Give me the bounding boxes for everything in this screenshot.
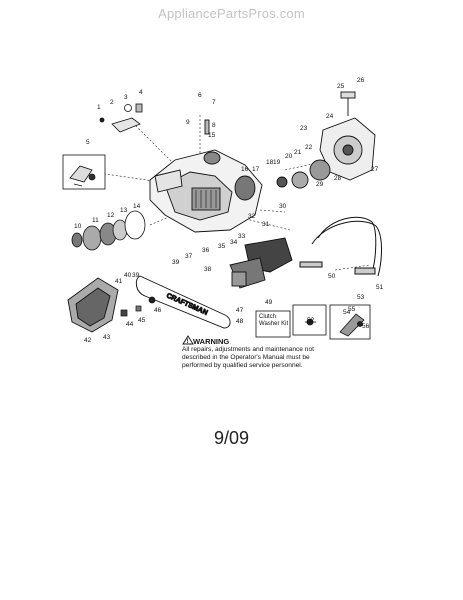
callout-7: 7 [212,99,216,106]
throttle-linkage [99,103,143,133]
callout-40: 40 [124,272,132,279]
callout-32: 32 [248,213,256,220]
callout-55: 55 [348,306,356,313]
warning-text: All repairs, adjustments and maintenance… [182,346,314,370]
callout-12: 12 [107,212,115,219]
callout-24: 24 [326,113,334,120]
callout-18: 18 [266,159,274,166]
callout-21: 21 [294,149,302,156]
callout-39: 39 [132,272,140,279]
callout-38: 38 [204,266,212,273]
callout-9: 9 [186,119,190,126]
callout-3: 3 [124,94,128,101]
callout-54: 54 [343,309,351,316]
callout-29: 29 [316,181,324,188]
callout-42: 42 [84,337,92,344]
callout-28: 28 [334,175,342,182]
kit-box [255,310,291,338]
callout-30: 30 [279,203,287,210]
callout-5: 5 [86,139,90,146]
callout-39: 39 [172,259,180,266]
callout-41: 41 [115,278,123,285]
starter-housing [276,91,376,189]
callout-19: 19 [273,159,281,166]
callout-50: 50 [328,273,336,280]
callout-31: 31 [262,221,270,228]
callout-27: 27 [371,166,379,173]
callout-11: 11 [92,217,99,224]
callout-51: 51 [376,284,384,291]
callout-16: 16 [241,166,249,173]
leader-lines [91,115,371,271]
svg-text:!: ! [187,339,189,345]
callout-37: 37 [185,253,193,260]
warning-icon: ! [182,335,194,345]
callout-53: 53 [357,294,365,301]
engine-housing [149,119,263,233]
clutch-washer-kit-label: Clutch Washer Kit [259,314,289,327]
callout-43: 43 [103,334,111,341]
callout-52: 52 [307,317,315,324]
callout-10: 10 [74,223,82,230]
warning-title: WARNING [193,337,230,346]
inset-detail-5 [62,154,106,190]
callout-20: 20 [285,153,293,160]
callout-46: 46 [154,307,162,314]
callout-47: 47 [236,307,244,314]
callout-25: 25 [337,83,345,90]
callout-48: 48 [236,318,244,325]
callout-14: 14 [133,203,141,210]
callout-8: 8 [212,122,216,129]
callout-26: 26 [357,77,365,84]
callout-4: 4 [139,89,143,96]
callout-56: 56 [362,323,370,330]
callout-6: 6 [198,92,202,99]
chain-brake-handle [229,237,293,289]
callout-13: 13 [120,207,128,214]
callout-49: 49 [265,299,273,306]
callout-22: 22 [305,144,313,151]
inset-detail-52 [292,304,327,336]
revision-date: 9/09 [213,428,250,448]
callout-33: 33 [238,233,246,240]
callout-2: 2 [110,99,114,106]
callout-34: 34 [230,239,238,246]
bar-hardware [120,296,156,317]
callout-44: 44 [126,321,134,328]
callout-17: 17 [252,166,260,173]
watermark: AppliancePartsPros.com [158,6,305,21]
front-handle [299,216,382,277]
callout-1: 1 [97,104,101,111]
callout-35: 35 [218,243,226,250]
callout-36: 36 [202,247,210,254]
clutch-assembly [71,210,146,251]
callout-23: 23 [300,125,308,132]
callout-45: 45 [138,317,146,324]
clutch-cover [67,277,119,333]
callout-15: 15 [208,132,216,139]
inset-detail-53 [329,304,371,340]
